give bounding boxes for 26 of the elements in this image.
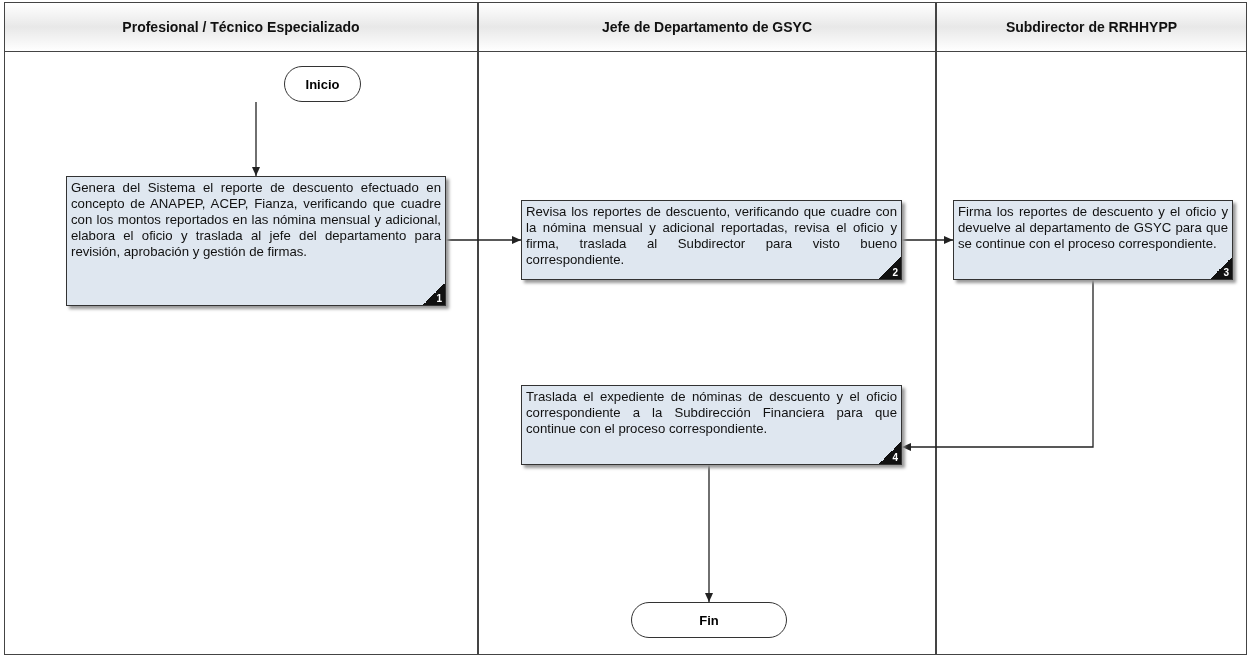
terminator-label: Inicio <box>305 76 340 92</box>
terminator-shape <box>284 66 361 102</box>
terminator-shape <box>631 602 787 638</box>
process-box <box>953 200 1233 280</box>
arrow <box>705 464 713 603</box>
swimlane <box>478 2 936 655</box>
step-number-badge: 3 <box>1210 257 1232 279</box>
lane-header: Profesional / Técnico Especializado <box>5 3 477 52</box>
arrow <box>252 101 260 177</box>
lane-header: Jefe de Departamento de GSYC <box>479 3 935 52</box>
step-number-badge: 4 <box>879 442 901 464</box>
swimlane <box>936 2 1247 655</box>
terminator-label: Fin <box>699 612 719 628</box>
step-description: Firma los reportes de descuento y el oficio y devuelve al departamento de GSYC para que se continue con el proceso correspondiente. <box>958 204 1228 252</box>
process-box <box>521 385 902 465</box>
step-number-badge: 1 <box>423 283 445 305</box>
lane-header: Subdirector de RRHHYPP <box>937 3 1246 52</box>
arrow <box>901 236 954 244</box>
swimlane <box>4 2 478 655</box>
arrow <box>445 236 522 244</box>
process-box <box>66 176 446 306</box>
arrow <box>901 279 1094 451</box>
process-box <box>521 200 902 280</box>
step-description: Traslada el expediente de nóminas de descuento y el oficio correspondiente a la Subdirección Financiera para que continue con el proceso correspondiente. <box>526 389 897 437</box>
step-description: Genera del Sistema el reporte de descuento efectuado en concepto de ANAPEP, ACEP, Fianza, verificando que cuadre con los montos reportados en las nómina mensual y adicional, elabora el oficio y traslada al jefe del departamento para revisión, aprobación y gestión de firmas. <box>71 180 441 260</box>
step-number-badge: 2 <box>879 257 901 279</box>
